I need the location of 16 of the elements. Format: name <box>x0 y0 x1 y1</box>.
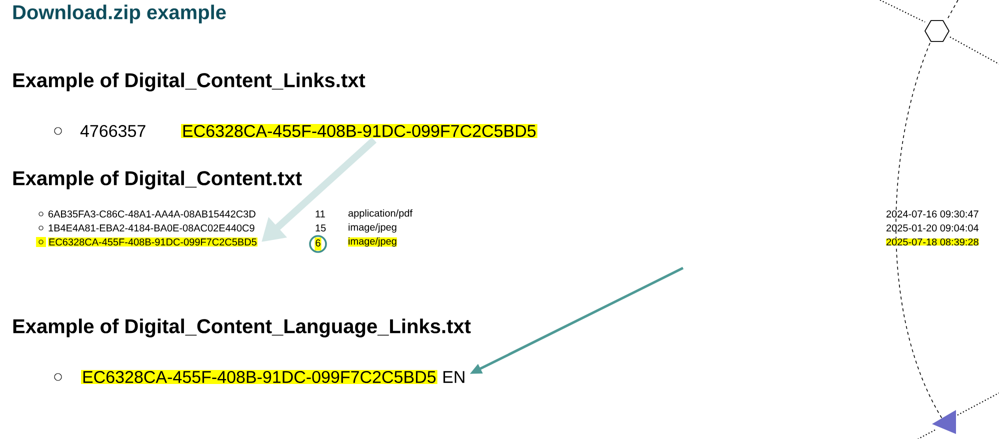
identifier-text: 4766357 <box>80 124 146 138</box>
title: Download.zip example <box>13 4 226 24</box>
table-cell: 2024-07-16 09:30:47 <box>886 210 978 218</box>
table-cell: 2025-07-18 08:39:28 <box>886 238 979 246</box>
table-cell: 2025-01-20 09:04:04 <box>886 224 979 232</box>
heading: Example of Digital_Content_Links.txt <box>13 72 366 92</box>
heading: Example of Digital_Content.txt <box>13 170 302 190</box>
table-cell: 6AB35FA3-C86C-48A1-AA4A-08AB15442C3D <box>48 210 256 218</box>
language-line: EC6328CA-455F-408B-91DC-099F7C2C5BD5 EN <box>81 370 464 384</box>
table-cell: image/jpeg <box>348 237 397 247</box>
circled-number: 6 <box>309 235 327 253</box>
table-cell: image/jpeg <box>348 223 396 233</box>
table-cell: application/pdf <box>348 209 412 219</box>
table-cell: 11 <box>316 210 325 218</box>
highlighted-identifier: EC6328CA-455F-408B-91DC-099F7C2C5BD5 <box>181 124 538 138</box>
heading: Example of Digital_Content_Language_Links.txt <box>13 318 471 338</box>
